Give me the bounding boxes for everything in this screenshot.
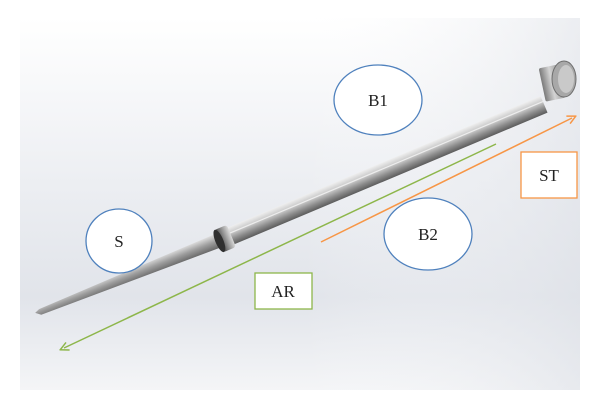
ar-arrow <box>64 143 497 348</box>
pin-collar <box>213 225 236 253</box>
pin-head <box>539 60 577 102</box>
ejector-pin <box>35 60 577 315</box>
label-ar: AR <box>271 282 295 301</box>
callout-b2: B2 <box>383 197 473 271</box>
callout-b1-circle <box>333 64 423 136</box>
callout-b2-circle <box>383 197 473 271</box>
label-b2: B2 <box>418 225 438 244</box>
callout-st: ST <box>520 151 578 199</box>
callout-ar-box <box>254 272 313 310</box>
callout-s: S <box>85 208 153 274</box>
callout-b1: B1 <box>333 64 423 136</box>
pin-tip-section <box>35 230 229 315</box>
label-s: S <box>114 232 123 251</box>
pin-shaft <box>222 96 548 247</box>
st-arrow <box>320 118 572 243</box>
label-b1: B1 <box>368 91 388 110</box>
label-st: ST <box>539 166 559 185</box>
callout-s-circle <box>85 208 153 274</box>
callout-st-box <box>520 151 578 199</box>
callout-ar: AR <box>254 272 313 310</box>
